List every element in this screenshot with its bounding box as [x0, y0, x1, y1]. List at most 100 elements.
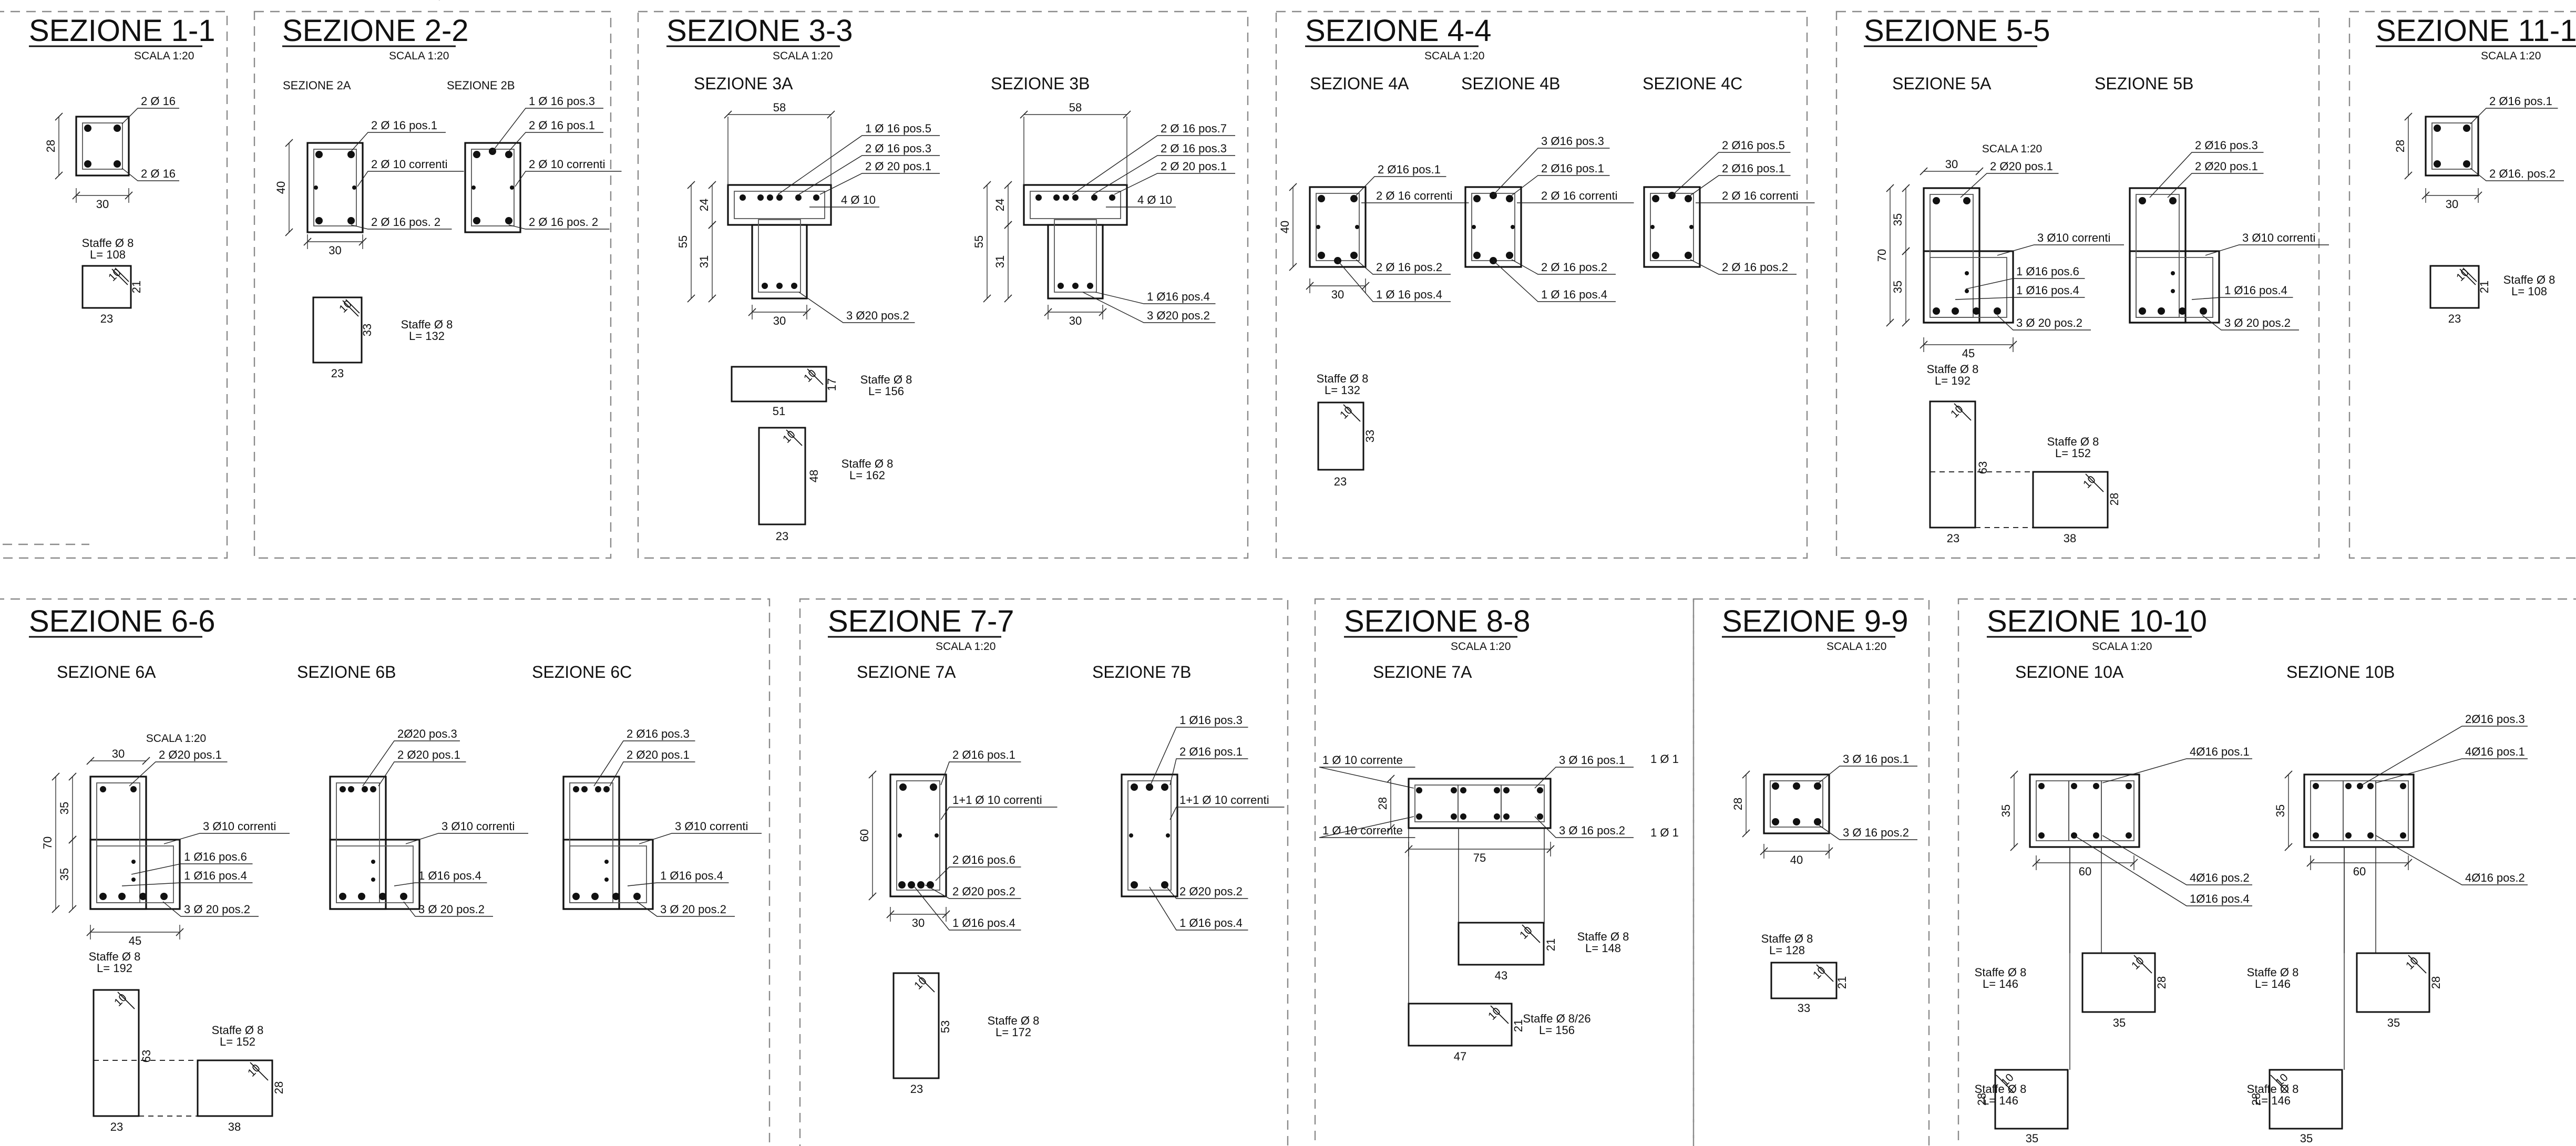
dimension-tick: [285, 139, 293, 147]
subsection-name: SEZIONE 7A: [1373, 663, 1472, 682]
dimension-value: 28: [2394, 140, 2407, 152]
stirrup-shape: [1458, 922, 1545, 966]
rebar-dot: [1650, 225, 1655, 229]
stirrup-length: L= 192: [1935, 374, 1971, 387]
rebar-dot: [1814, 818, 1821, 825]
leader-line: [2202, 315, 2299, 331]
rebar-dot: [791, 283, 797, 289]
rebar-dot: [2434, 160, 2441, 168]
rebar-label: 3 Ø10 correnti: [675, 820, 748, 833]
rebar-label: 2 Ø20 pos.1: [159, 748, 222, 761]
section-10b-outline: [2303, 773, 2415, 848]
rebar-dot: [776, 283, 783, 289]
rebar-dot: [2345, 783, 2352, 789]
leader-line: [2470, 168, 2564, 181]
rebar-label: 2 Ø 16 pos.3: [1161, 142, 1227, 155]
rebar-dot: [908, 881, 915, 889]
rebar-dot: [2200, 307, 2207, 315]
rebar-dot: [99, 893, 107, 900]
rebar-dot: [1109, 194, 1115, 201]
stirrup-height: 21: [2478, 281, 2491, 293]
leader-line: [637, 901, 735, 917]
rebar-dot: [813, 194, 819, 201]
rebar-label: 3 Ø 20 pos.2: [660, 903, 726, 916]
rebar-dot: [2139, 307, 2146, 315]
rebar-label: 1 Ø16 pos.6: [184, 850, 247, 863]
section-drawings: [52, 108, 2564, 1130]
leader-line: [1818, 766, 1917, 783]
subsection-name: SEZIONE 6B: [297, 663, 396, 682]
rebar-dot: [2400, 783, 2406, 789]
rebar-dot: [2126, 783, 2132, 789]
rebar-label: 1 Ø16 pos.6: [2016, 265, 2079, 278]
rebar-dot: [2093, 783, 2099, 789]
rebar-dot: [1772, 782, 1779, 790]
leader-line: [1169, 807, 1285, 820]
rebar-label: 3 Ø20 pos.2: [846, 309, 909, 322]
leader-line: [378, 761, 466, 787]
rebar-dot: [757, 194, 764, 201]
dimension-tick: [1886, 184, 1894, 192]
stirrup-width: 38: [228, 1120, 241, 1133]
rebar-dot: [612, 893, 620, 900]
dimension-tick: [2284, 770, 2293, 779]
dimension-tick: [2010, 770, 2018, 779]
stirrup-shape: [1929, 400, 1976, 529]
stirrup-hook: [1954, 403, 1972, 421]
rebar-label: 3 Ø 16 pos.2: [1559, 824, 1625, 837]
rebar-dot: [1772, 818, 1779, 825]
rebar-dot: [371, 877, 375, 882]
rebar-dot: [1793, 818, 1800, 825]
rebar-label: 2 Ø16 pos.1: [1378, 163, 1441, 176]
dimension-value: 28: [1376, 797, 1389, 810]
dimension-tick: [1004, 221, 1012, 229]
rebar-label: 4 Ø 10: [1137, 193, 1172, 207]
stirrup-shape: [81, 265, 132, 309]
rebar-dot: [1035, 194, 1042, 201]
rebar-dot: [347, 217, 355, 224]
dimension-tick: [68, 835, 77, 844]
section-1-1: [75, 116, 130, 177]
stirrup-label: Staffe Ø 8: [405, 0, 457, 3]
dimension-tick: [52, 772, 60, 781]
stirrup-label: Staffe Ø 8: [212, 1024, 264, 1037]
leader-line: [121, 882, 253, 886]
scale-label: SCALA 1:20: [936, 641, 995, 653]
rebar-label: 2 Ø 16 pos.1: [529, 119, 595, 132]
stirrup-length: L= 146: [1983, 977, 2018, 990]
rebar-dot: [505, 217, 512, 224]
leader-line: [639, 833, 762, 844]
rebar-label: 1 Ø16 pos.4: [2224, 284, 2287, 297]
rebar-dot: [740, 194, 746, 201]
rebar-dot: [1652, 195, 1659, 202]
section-title: SEZIONE 1-1: [29, 14, 215, 48]
rebar-label: 1 Ø16 pos.4: [184, 869, 247, 882]
stirrup-hook: [117, 992, 135, 1009]
rebar-dot: [604, 877, 609, 882]
rebar-label: 2 Ø16 pos.1: [1722, 162, 1785, 175]
rebar-dot: [348, 786, 354, 792]
rebar-dot: [1963, 197, 1971, 204]
rebar-label: 2 Ø 10 correnti: [371, 158, 448, 171]
rebar-dot: [1161, 783, 1168, 791]
rebar-dot: [114, 125, 121, 132]
rebar-label: 1 Ø 10 corrente: [1322, 824, 1403, 837]
stirrup-height: 21: [1544, 938, 1557, 951]
leader-line: [1997, 315, 2091, 331]
rebar-label: 3 Ø10 correnti: [2037, 231, 2110, 244]
leader-line: [351, 132, 446, 152]
scale-label: SCALA 1:20: [773, 50, 833, 62]
subsection-name: SEZIONE 4C: [1643, 74, 1742, 93]
rebar-label: 3 Ø 16 pos.1: [1843, 752, 1909, 766]
leader-line: [2205, 244, 2329, 256]
leader-line: [508, 132, 603, 152]
rebar-dot: [1318, 195, 1325, 202]
rebar-dot: [1416, 813, 1422, 820]
stirrup-outline: [2375, 780, 2409, 841]
stirrup-hook: [807, 368, 824, 385]
rebar-label: 1 Ø 1: [1650, 826, 1679, 839]
stirrup-height: 48: [807, 470, 820, 482]
stirrup-label: Staffe Ø 8: [2247, 1082, 2299, 1096]
leader-line: [1169, 758, 1248, 786]
